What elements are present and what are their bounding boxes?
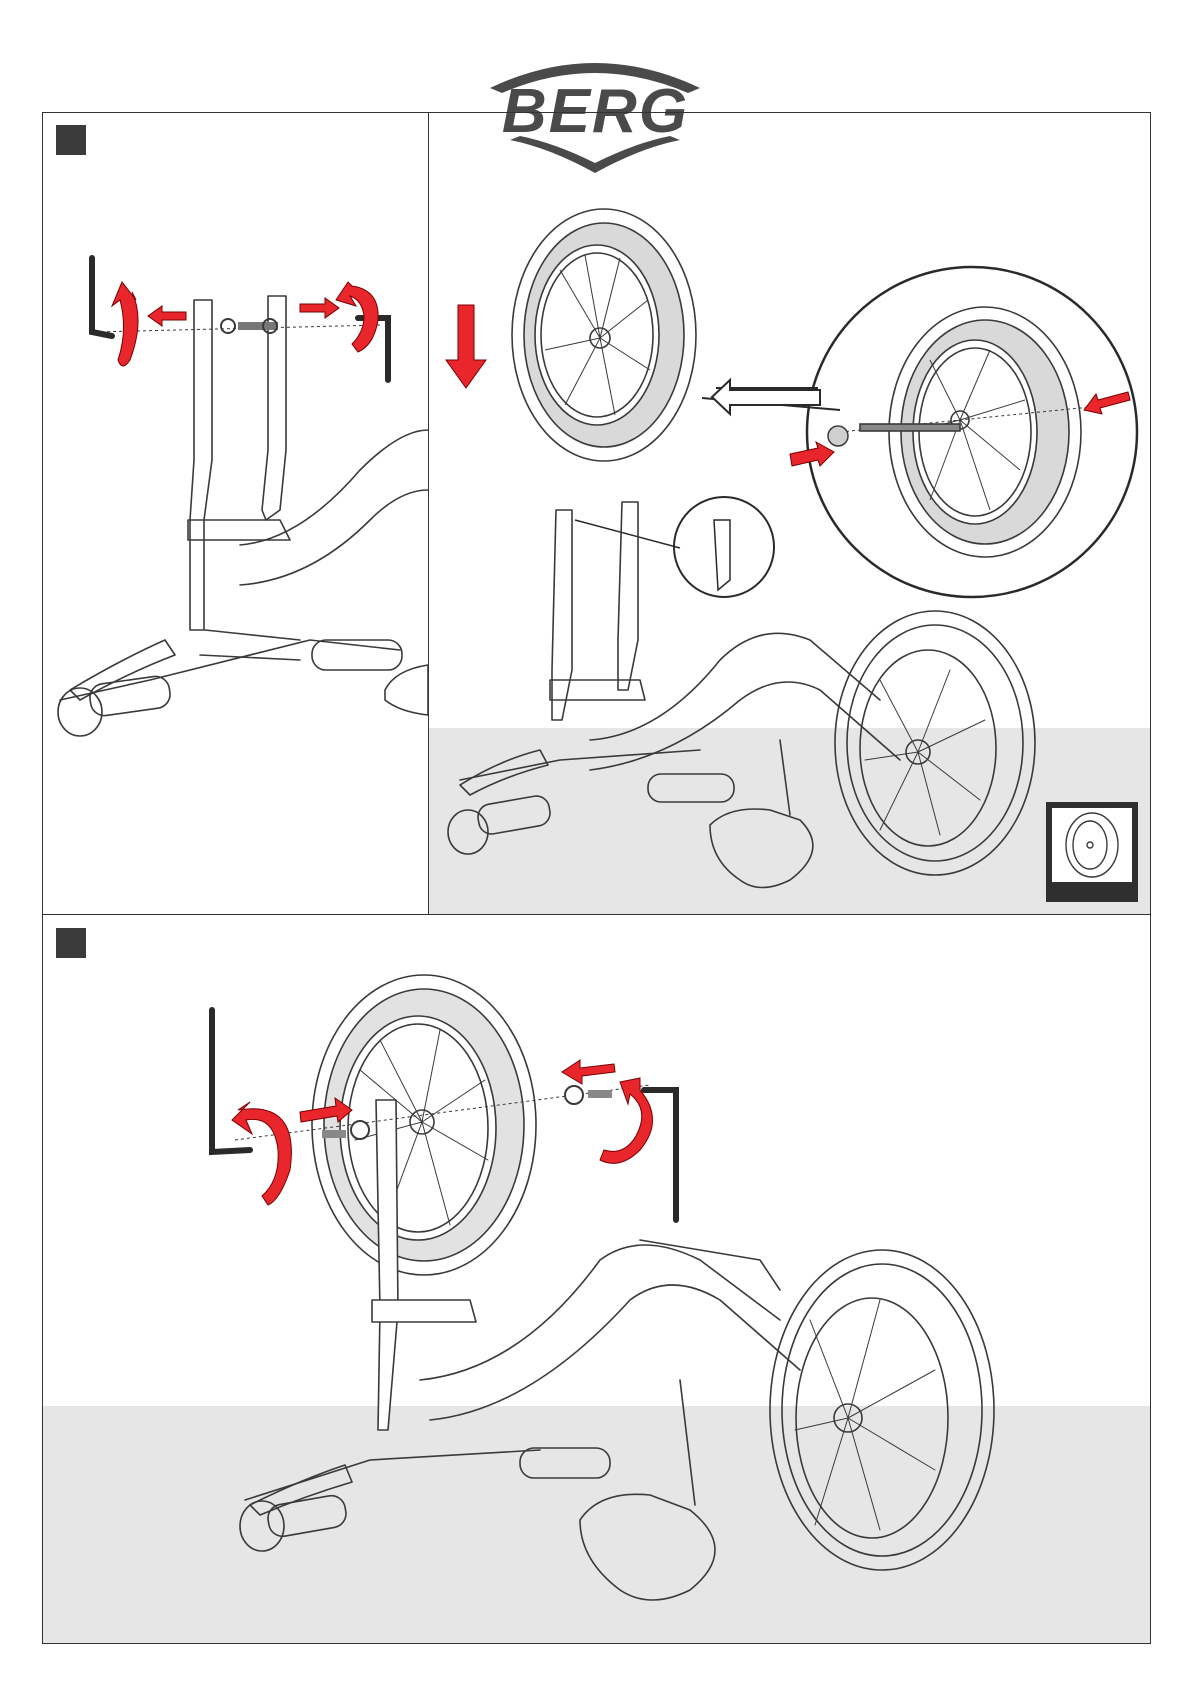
panel-top-left <box>42 112 429 915</box>
step-c-marker <box>56 928 86 958</box>
floor-top-right <box>429 728 1150 914</box>
step-a-marker <box>56 125 86 155</box>
floor-bottom <box>43 1406 1150 1643</box>
